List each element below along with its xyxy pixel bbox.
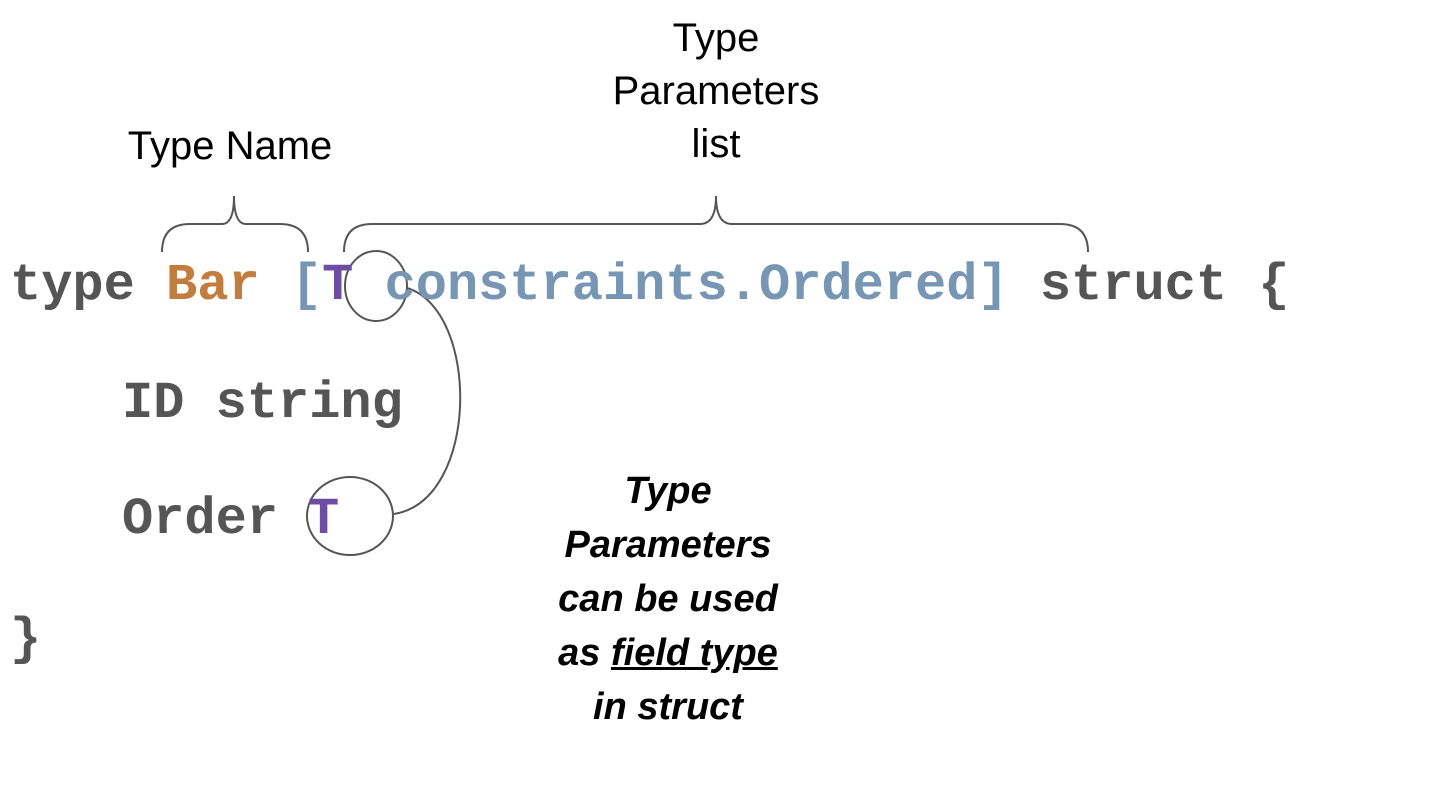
type-params-brace (343, 195, 1089, 253)
close-bracket: ] (977, 256, 1009, 315)
space (353, 256, 384, 315)
code-line-id-field: ID string (122, 374, 403, 434)
note-line4-prefix: as (558, 632, 611, 674)
keyword-type: type (10, 256, 167, 315)
constraint-ordered: constraints.Ordered (384, 256, 978, 315)
note-line4: as field type (518, 626, 818, 680)
code-line-closing-brace: } (10, 610, 41, 670)
id-field: ID string (122, 374, 403, 433)
space (260, 256, 291, 315)
closing-brace: } (10, 610, 42, 669)
type-name-label: Type Name (110, 120, 350, 173)
open-bracket: [ (290, 256, 323, 315)
type-name-bar: Bar (166, 256, 260, 315)
note-line3: can be used (558, 578, 778, 620)
field-type-circle (306, 476, 394, 556)
note-field-type-underlined: field type (611, 632, 778, 674)
note-line5: in struct (593, 686, 743, 728)
type-params-label-line3: list (691, 122, 741, 166)
type-params-label-line1: Type (672, 16, 760, 60)
note-line2: Parameters (564, 524, 772, 566)
type-params-label: Type Parameters list (596, 12, 836, 171)
type-param-t: T (322, 256, 354, 315)
connector-curve (393, 287, 462, 515)
note-line1: Type (624, 470, 712, 512)
type-params-label-line2: Parameters (612, 69, 820, 113)
keyword-struct: struct { (1008, 256, 1290, 315)
code-line-type-declaration: type Bar [T constraints.Ordered] struct … (10, 256, 1290, 316)
type-name-label-text: Type Name (127, 124, 333, 168)
type-param-circle (344, 250, 408, 322)
field-type-note: Type Parameters can be used as field typ… (518, 464, 818, 734)
order-field-name: Order (122, 490, 279, 549)
code-line-order-field: Order T (122, 490, 339, 550)
type-name-brace (161, 195, 309, 253)
order-field-type-t: T (308, 490, 340, 549)
